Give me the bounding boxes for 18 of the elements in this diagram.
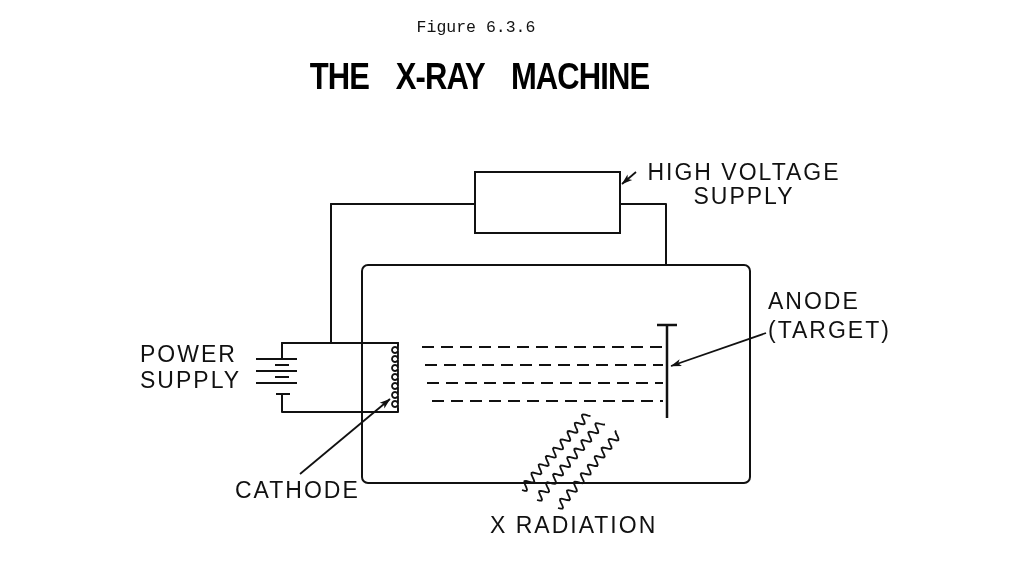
title: THE X-RAY MACHINE <box>310 56 650 98</box>
callout-label: ANODE (TARGET) <box>768 287 908 345</box>
leader-arrow <box>670 332 767 367</box>
anode-plate <box>655 323 679 420</box>
circuit-wire <box>619 203 667 266</box>
battery-symbol <box>255 358 298 395</box>
leader-arrow <box>299 398 391 475</box>
circuit-wire <box>281 342 399 359</box>
part-label: X RADIATION <box>490 511 659 540</box>
coil-symbol <box>391 345 399 409</box>
tube-outline <box>361 264 751 484</box>
supply-box <box>474 171 621 234</box>
figure-number: Figure 6.3.6 <box>416 18 536 37</box>
leader-arrow <box>621 171 637 185</box>
circuit-wire <box>281 394 399 413</box>
part-label: POWER SUPPLY <box>140 341 243 393</box>
callout-label: HIGH VOLTAGE SUPPLY <box>638 160 850 208</box>
callout-label: CATHODE <box>235 476 370 505</box>
